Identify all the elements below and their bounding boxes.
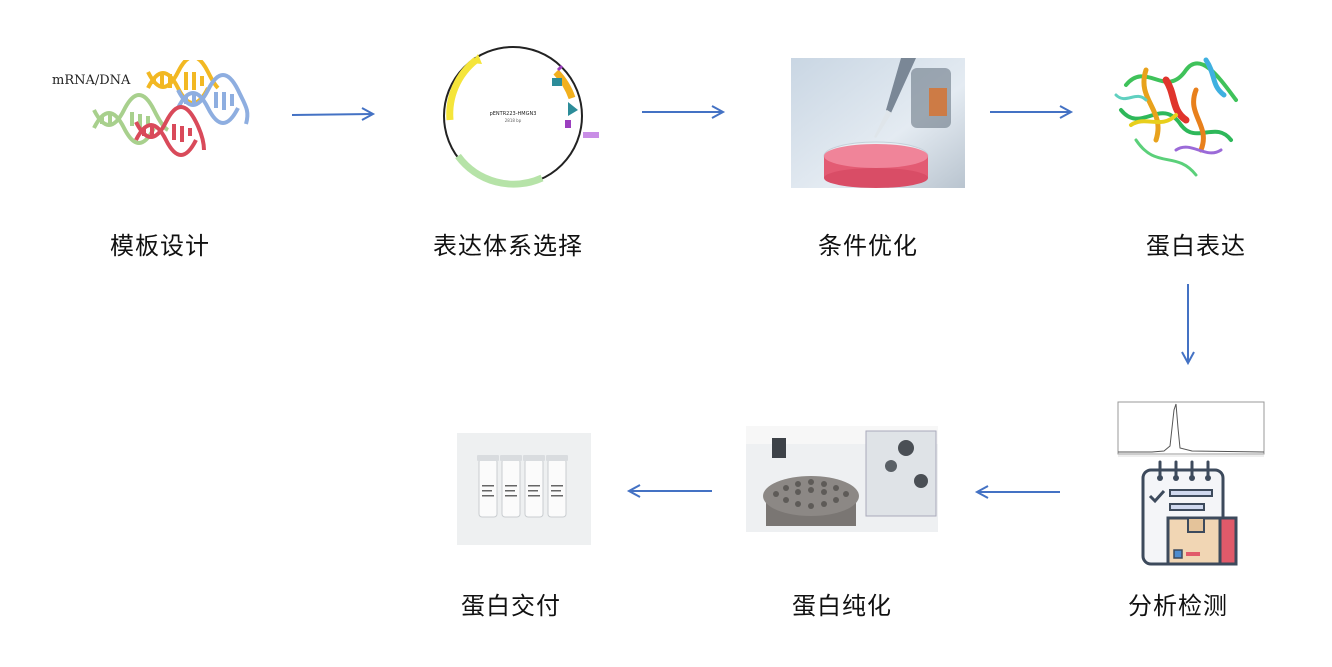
petri-dish-photo xyxy=(791,58,965,188)
protein-structure-image xyxy=(1106,40,1246,185)
step-protein-delivery: 蛋白交付 xyxy=(461,592,561,620)
step-condition-optimization: 条件优化 xyxy=(818,232,918,260)
arrow-left-icon xyxy=(974,485,1060,499)
analysis-chromatogram-image xyxy=(1112,398,1268,460)
arrow-right-icon xyxy=(291,107,376,121)
purification-instrument-photo xyxy=(746,426,938,532)
mrna-dna-label: mRNA/DNA xyxy=(52,73,131,88)
dna-helix-illustration xyxy=(92,55,250,157)
protein-ribbon-illustration xyxy=(1114,57,1238,177)
plasmid-map-illustration: pENTR223-HMGN3 2818 bp xyxy=(443,46,599,188)
arrow-right-icon xyxy=(642,105,726,119)
chromatogram-illustration xyxy=(1117,401,1265,457)
dna-helix-image xyxy=(50,55,260,160)
step-protein-purification: 蛋白纯化 xyxy=(792,592,892,620)
arrow-down-icon xyxy=(1181,284,1195,366)
step-analysis-detection: 分析检测 xyxy=(1128,592,1228,620)
arrow-right-icon xyxy=(990,105,1074,119)
protein-tubes-photo xyxy=(457,433,591,545)
plasmid-map-image: pENTR223-HMGN3 2818 bp xyxy=(438,40,608,195)
pipette-petri-illustration xyxy=(791,58,965,188)
arrow-left-icon xyxy=(626,484,712,498)
plasmid-name: pENTR223-HMGN3 xyxy=(490,111,537,117)
sample-tubes-illustration xyxy=(457,433,591,545)
step-expression-system: 表达体系选择 xyxy=(433,232,583,260)
plasmid-size: 2818 bp xyxy=(505,118,522,123)
step-template-design: 模板设计 xyxy=(110,232,210,260)
clipboard-package-illustration xyxy=(1141,460,1238,566)
autosampler-illustration xyxy=(746,426,938,532)
clipboard-icon xyxy=(1140,460,1240,568)
step-protein-expression: 蛋白表达 xyxy=(1146,232,1246,260)
